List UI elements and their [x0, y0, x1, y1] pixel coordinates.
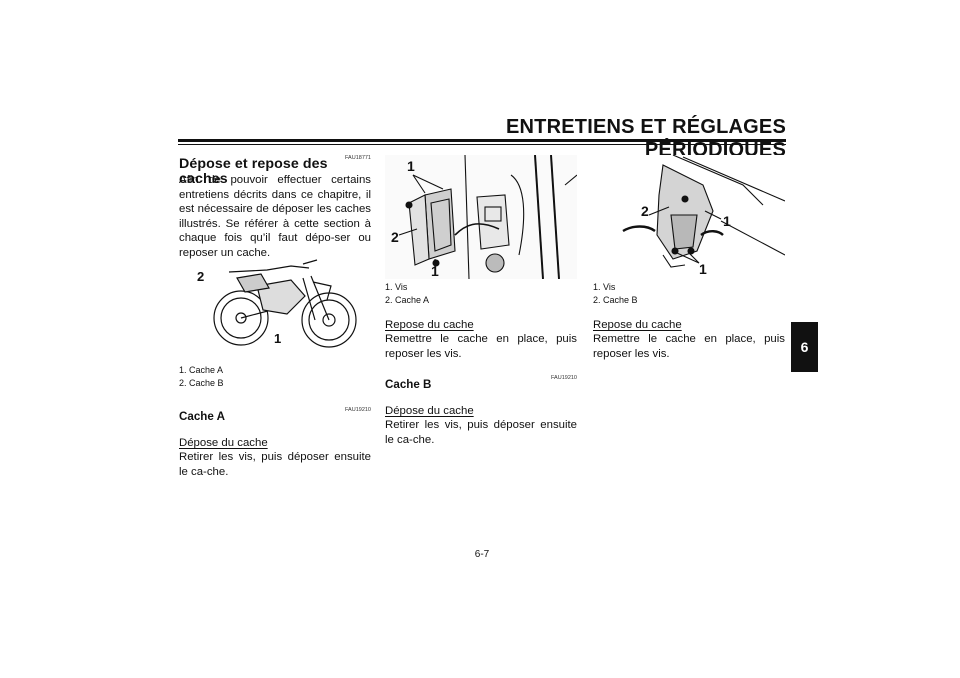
removal-text: Retirer les vis, puis déposer ensuite le…: [385, 419, 577, 446]
cache-a-photo: [385, 155, 577, 279]
figure-callout: 2: [391, 229, 399, 245]
legend-item: 2. Cache B: [593, 295, 638, 305]
chapter-tab: 6: [791, 322, 818, 372]
legend-item: 1. Cache A: [179, 365, 224, 375]
section-heading: Dépose et repose des caches: [179, 156, 328, 187]
removal-text: Retirer les vis, puis déposer ensuite le…: [179, 451, 371, 478]
subheading: Cache A: [179, 410, 225, 423]
install-text: Remettre le cache en place, puis reposer…: [593, 333, 785, 360]
cache-b-photo: [593, 155, 785, 279]
figure-callout: 1: [699, 261, 707, 277]
motorcycle-illustration: [213, 259, 357, 348]
removal-title: Dépose du cache: [385, 405, 474, 417]
intro-paragraph: Afin de pouvoir effectuer certains entre…: [179, 174, 371, 259]
install-text: Remettre le cache en place, puis reposer…: [385, 333, 577, 360]
legend-item: 2. Cache A: [385, 295, 430, 305]
reference-code: FAU19210: [345, 407, 371, 413]
figure-callout: 1: [407, 158, 415, 174]
reference-code: FAU19210: [551, 375, 577, 381]
reference-code: FAU18771: [345, 155, 371, 161]
figure-legend: 1. Vis 2. Cache B: [593, 281, 638, 307]
figure-callout: 2: [197, 269, 205, 284]
figure-legend: 1. Vis 2. Cache A: [385, 281, 429, 307]
figure-callout: 1: [274, 331, 282, 346]
removal-title: Dépose du cache: [179, 437, 268, 449]
legend-item: 1. Vis: [593, 282, 616, 292]
figure-legend: 1. Cache A 2. Cache B: [179, 364, 224, 390]
install-title: Repose du cache: [593, 319, 682, 331]
figure-callout: 1: [723, 213, 731, 229]
header-rule: [178, 139, 786, 142]
header-rule-thin: [178, 144, 786, 145]
legend-item: 2. Cache B: [179, 378, 224, 388]
legend-item: 1. Vis: [385, 282, 408, 292]
page-number: 6-7: [474, 549, 490, 560]
figure-callout: 1: [431, 263, 439, 279]
subheading: Cache B: [385, 378, 432, 391]
install-title: Repose du cache: [385, 319, 474, 331]
figure-callout: 2: [641, 203, 649, 219]
